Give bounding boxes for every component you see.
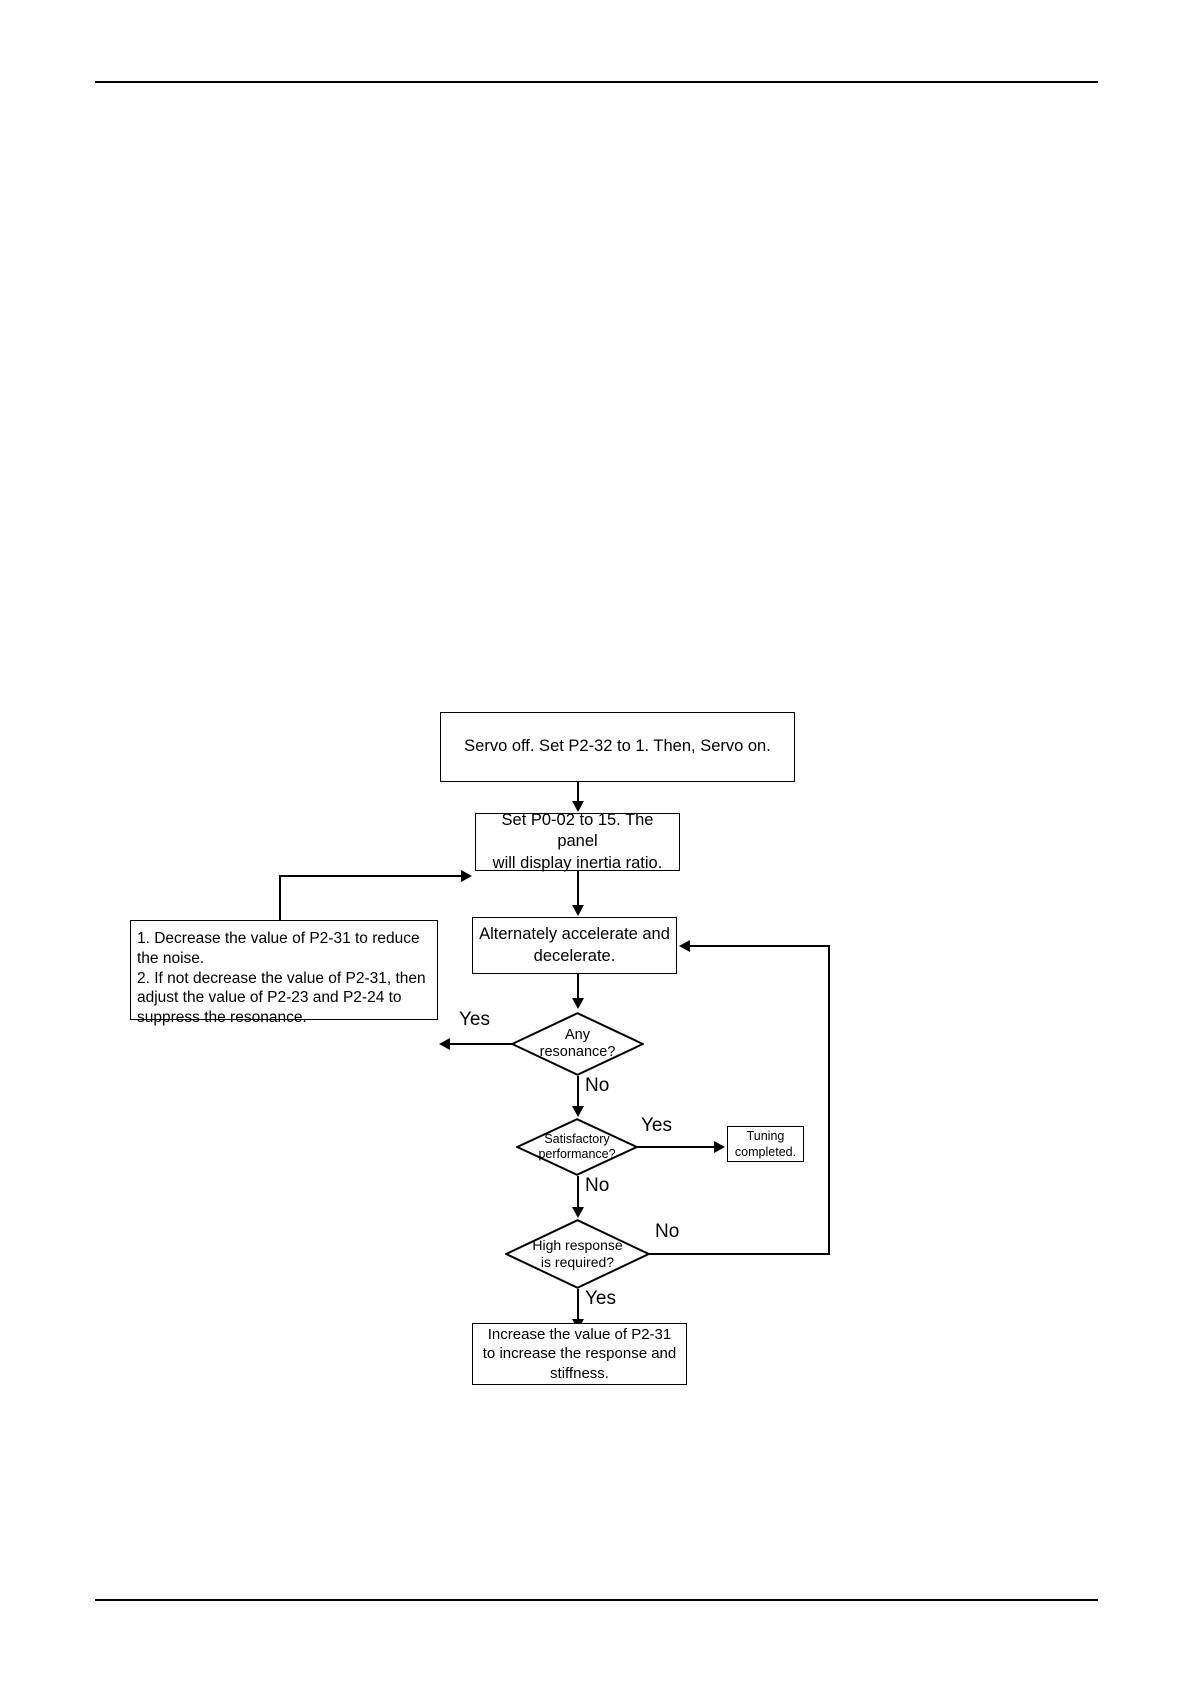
connector-resonance-no xyxy=(577,1076,579,1107)
connector-accel-to-resonance xyxy=(577,974,579,999)
edge-label-resonance-yes: Yes xyxy=(459,1009,490,1030)
flow-node-set-p0-02: Set P0-02 to 15. The panel will display … xyxy=(475,811,680,872)
connector-high-response-no xyxy=(648,1253,830,1255)
connector-satisfactory-yes xyxy=(636,1146,716,1148)
flow-node-satisfactory-performance: Satisfactory performance? xyxy=(516,1118,638,1176)
flow-node-resonance-actions: 1. Decrease the value of P2-31 to reduce… xyxy=(130,920,438,1026)
flow-node-text: Servo off. Set P2-32 to 1. Then, Servo o… xyxy=(464,737,771,756)
diamond-shape xyxy=(505,1219,650,1289)
connector-right-loop-to-accel xyxy=(690,945,830,947)
header-rule xyxy=(95,81,1098,83)
flow-node-text: Set P0-02 to 15. The panel will display … xyxy=(492,811,663,872)
diamond-shape xyxy=(511,1012,644,1076)
flow-node-increase-p2-31: Increase the value of P2-31 to increase … xyxy=(472,1323,687,1385)
connector-right-loop-up xyxy=(828,945,830,1255)
arrowhead-down xyxy=(572,1106,584,1117)
edge-label-high-response-yes: Yes xyxy=(585,1288,616,1309)
edge-label-high-response-no: No xyxy=(655,1221,680,1242)
arrowhead-down xyxy=(572,801,584,812)
flow-node-text: Tuning completed. xyxy=(734,1129,797,1159)
arrowhead-down xyxy=(572,998,584,1009)
flow-node-text: 1. Decrease the value of P2-31 to reduce… xyxy=(137,930,426,1027)
connector-satisfactory-no xyxy=(577,1176,579,1208)
arrowhead-right xyxy=(714,1141,725,1153)
connector-high-response-yes xyxy=(577,1289,579,1320)
footer-rule xyxy=(95,1599,1098,1601)
arrowhead-left xyxy=(439,1038,450,1050)
connector-resonance-yes xyxy=(450,1043,513,1045)
arrowhead-left xyxy=(679,940,690,952)
diamond-shape xyxy=(516,1118,638,1176)
flow-node-text: Alternately accelerate and decelerate. xyxy=(479,925,670,965)
connector-actions-up xyxy=(279,875,281,920)
connector-actions-to-accel xyxy=(279,875,461,877)
flow-node-tuning-completed: Tuning completed. xyxy=(727,1126,804,1162)
arrowhead-right xyxy=(461,870,472,882)
arrowhead-down xyxy=(572,1207,584,1218)
flow-node-servo-off-on: Servo off. Set P2-32 to 1. Then, Servo o… xyxy=(440,712,795,782)
flow-node-text: Increase the value of P2-31 to increase … xyxy=(482,1326,677,1382)
edge-label-satisfactory-no: No xyxy=(585,1175,610,1196)
flow-node-any-resonance: Any resonance? xyxy=(511,1012,644,1076)
edge-label-satisfactory-yes: Yes xyxy=(641,1115,672,1136)
arrowhead-down xyxy=(572,905,584,916)
connector-servo-to-panel xyxy=(577,782,579,802)
flow-node-high-response-required: High response is required? xyxy=(505,1219,650,1289)
flow-node-accel-decel: Alternately accelerate and decelerate. xyxy=(472,917,677,974)
edge-label-resonance-no: No xyxy=(585,1075,610,1096)
connector-panel-to-accel xyxy=(577,871,579,906)
